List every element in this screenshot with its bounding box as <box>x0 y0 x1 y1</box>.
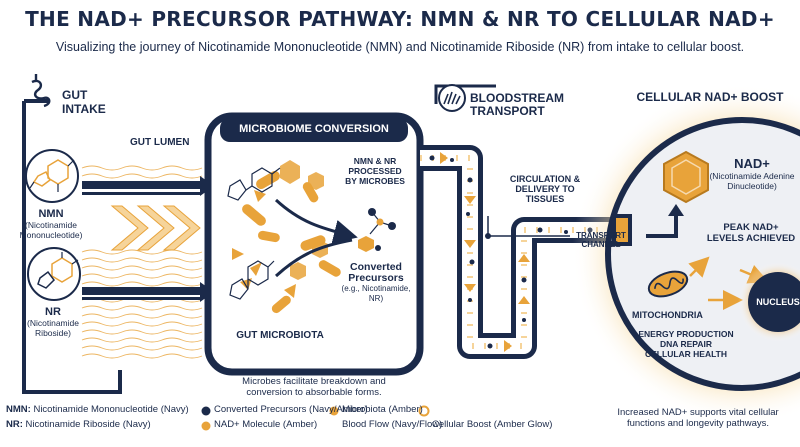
processed-line3: BY MICROBES <box>345 176 405 186</box>
converted-line4: NR) <box>368 294 384 303</box>
nmn-caption: NMN (Nicotinamide Mononucleotide) <box>6 208 96 240</box>
channel-to-nad-arrowhead <box>668 204 684 216</box>
legend-nmn-key: NMN: <box>6 404 31 415</box>
nucleus <box>748 272 800 332</box>
benefit-line1: ENERGY PRODUCTION <box>638 329 734 339</box>
channel-line1: TRANSPORT <box>576 231 626 240</box>
nad-label: NAD+ <box>734 156 770 171</box>
page-title: THE NAD+ PRECURSOR PATHWAY: NMN & NR TO … <box>25 7 775 31</box>
nucleus-label: NUCLEUS <box>756 297 800 307</box>
legend-nr-key: NR: <box>6 419 23 430</box>
microbiome-caption-line2: conversion to absorbable forms. <box>246 387 382 398</box>
gut-intake-title-line1: GUT <box>62 88 88 102</box>
channel-to-nad-arrow <box>646 214 678 238</box>
converted-line3: (e.g., Nicotinamide, <box>341 284 411 293</box>
benefit-line2: DNA REPAIR <box>660 339 712 349</box>
nr-full-line1: (Nicotinamide <box>27 318 79 328</box>
cellular-footer-line1: Increased NAD+ supports vital cellular <box>617 407 779 418</box>
benefit-line3: CELLULAR HEALTH <box>645 349 727 359</box>
nmn-full-line2: Mononucleotide) <box>19 230 83 240</box>
legend-cellular-boost: Cellular Boost (Amber Glow) <box>432 419 553 430</box>
legend-nmn-text: Nicotinamide Mononucleotide (Navy) <box>33 404 189 415</box>
processed-line1: NMN & NR <box>353 156 397 166</box>
legend-nad-molecule: NAD+ Molecule (Amber) <box>214 419 318 430</box>
processed-caption: NMN & NR PROCESSED BY MICROBES <box>330 156 420 186</box>
bloodstream-title-line1: BLOODSTREAM <box>470 91 564 105</box>
gut-microbiota-label: GUT MICROBIOTA <box>236 330 324 341</box>
channel-line2: CHANNEL <box>581 240 621 249</box>
blood-flow-arrows <box>440 152 530 352</box>
gut-lumen-label: GUT LUMEN <box>130 137 190 148</box>
lumen-chevrons <box>110 205 201 251</box>
legend-dots <box>201 405 430 431</box>
converted-line2: Precursors <box>348 272 404 284</box>
intake-arrows <box>82 176 214 302</box>
converted-precursor-cluster <box>358 208 396 252</box>
converted-line1: Converted <box>350 261 402 273</box>
nad-full-line2: Dinucleotide) <box>727 181 777 191</box>
cellular-footer: Increased NAD+ supports vital cellular f… <box>600 407 796 429</box>
circulation-line2: DELIVERY TO <box>515 184 575 194</box>
nmn-full-line1: (Nicotinamide <box>25 220 77 230</box>
gut-intake-title-line2: INTAKE <box>62 102 106 116</box>
nr-label: NR <box>45 306 61 318</box>
processed-line2: PROCESSED <box>348 166 402 176</box>
nr-sketch <box>229 260 275 300</box>
legend-nr: NR: Nicotinamide Riboside (Navy) <box>6 419 151 430</box>
circulation-line1: CIRCULATION & <box>509 174 581 184</box>
peak-line1: PEAK NAD+ <box>723 222 779 233</box>
microbiota-shapes <box>232 160 341 314</box>
intestine-icon <box>31 74 51 108</box>
legend-microbiota: Microbiota (Amber) <box>342 404 423 415</box>
blood-vessel-icon <box>438 84 466 112</box>
mito-to-peak-arrow <box>688 256 710 278</box>
nmn-sketch <box>227 167 281 201</box>
hexagon-molecule-icon <box>663 150 709 204</box>
legend-blood-flow: Blood Flow (Navy/Flow) <box>342 419 443 430</box>
circulation-line3: TISSUES <box>525 194 565 204</box>
page-subtitle: Visualizing the journey of Nicotinamide … <box>55 40 745 54</box>
mitochondria-label: MITOCHONDRIA <box>632 310 703 320</box>
cellular-footer-line2: functions and longevity pathways. <box>626 418 770 429</box>
gut-intake-title: GUT INTAKE <box>62 88 106 116</box>
microbiome-caption: Microbes facilitate breakdown and conver… <box>222 376 406 398</box>
microbiome-caption-line1: Microbes facilitate breakdown and <box>242 376 386 387</box>
circulation-node <box>485 233 491 239</box>
peak-line2: LEVELS ACHIEVED <box>706 233 796 244</box>
bloodstream-title-line2: TRANSPORT <box>470 104 545 118</box>
nr-full-line2: Riboside) <box>35 328 71 338</box>
legend-nr-text: Nicotinamide Riboside (Navy) <box>25 419 151 430</box>
conversion-arrow-top <box>274 198 358 244</box>
microbiome-title-bar <box>220 118 408 142</box>
circulation-caption: CIRCULATION & DELIVERY TO TISSUES <box>500 174 590 204</box>
mitochondria-icon <box>647 270 689 298</box>
gut-intake-frame <box>22 101 122 394</box>
legend-nmn: NMN: Nicotinamide Mononucleotide (Navy) <box>6 404 189 415</box>
transport-channel-gate-core <box>616 218 628 242</box>
nmn-label: NMN <box>38 208 64 220</box>
bloodstream-title: BLOODSTREAM TRANSPORT <box>470 92 564 118</box>
cellular-title: CELLULAR NAD+ BOOST <box>636 90 784 104</box>
conversion-arrow-bottom <box>274 238 353 278</box>
peak-caption: PEAK NAD+ LEVELS ACHIEVED <box>706 222 796 244</box>
nad-caption: NAD+ (Nicotinamide Adenine Dinucleotide) <box>706 156 798 191</box>
microbiome-title: MICROBIOME CONVERSION <box>239 123 389 135</box>
nad-full-line1: (Nicotinamide Adenine <box>709 171 795 181</box>
benefits-caption: ENERGY PRODUCTION DNA REPAIR CELLULAR HE… <box>636 329 736 359</box>
transport-channel-caption: TRANSPORT CHANNEL <box>566 231 636 249</box>
nmn-molecule <box>25 149 79 203</box>
nr-caption: NR (Nicotinamide Riboside) <box>8 306 98 338</box>
converted-caption: Converted Precursors (e.g., Nicotinamide… <box>336 262 416 304</box>
bloodstream-frame <box>434 84 496 104</box>
legend-converted: Converted Precursors (Navy/Amber) <box>214 404 368 415</box>
nr-molecule <box>27 247 81 301</box>
